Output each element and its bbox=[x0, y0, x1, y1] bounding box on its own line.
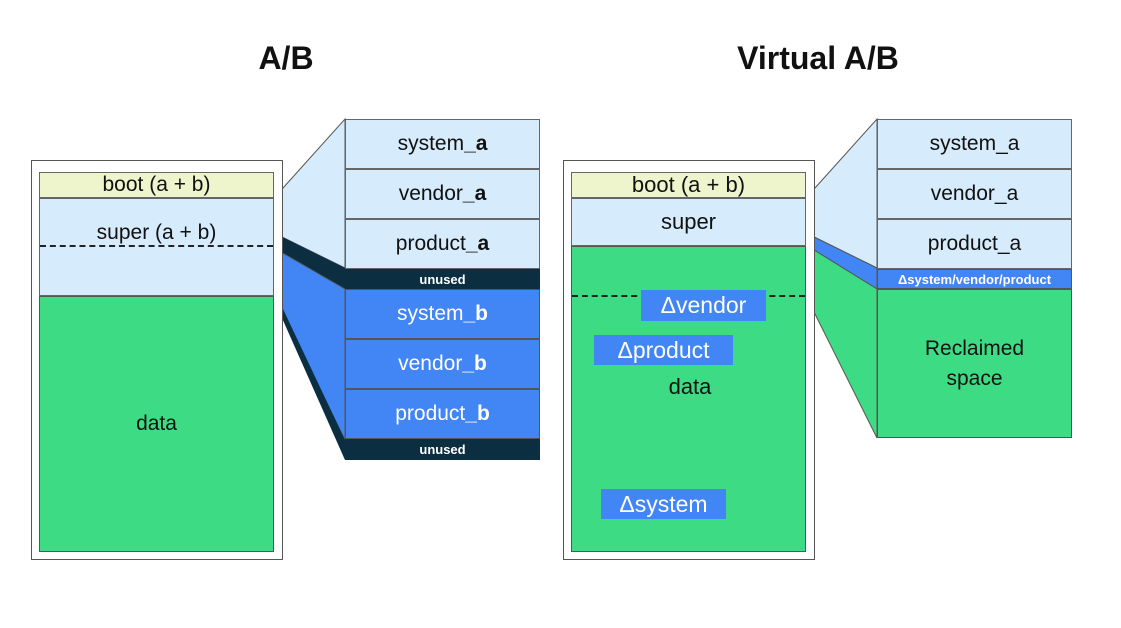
ab-title: A/B bbox=[258, 40, 314, 76]
ab-vendor-a-name: vendor bbox=[398, 182, 463, 205]
ab-vendor-b: vendor_b bbox=[345, 339, 540, 389]
ab-system-a: system_a bbox=[345, 119, 540, 169]
vab-vendor-a: vendor_a bbox=[877, 169, 1072, 219]
ab-system-b: system_b bbox=[345, 289, 540, 339]
ab-system-b-slot: _b bbox=[463, 302, 489, 325]
ab-vendor-a: vendor_a bbox=[345, 169, 540, 219]
vab-reclaimed-space: Reclaimed space bbox=[877, 289, 1072, 438]
ab-super-divider bbox=[40, 245, 273, 247]
ab-product-a-slot: _a bbox=[465, 232, 490, 255]
vab-delta-all: Δsystem/vendor/product bbox=[877, 269, 1072, 289]
vab-system-a: system_a bbox=[877, 119, 1072, 169]
ab-product-a-name: product bbox=[395, 232, 466, 255]
ab-unused-1: unused bbox=[345, 269, 540, 289]
ab-system-a-slot: _a bbox=[464, 132, 488, 155]
ab-boot-partition: boot (a + b) bbox=[39, 172, 274, 198]
ab-vendor-b-slot: _b bbox=[462, 352, 487, 375]
ab-vendor-a-slot: _a bbox=[462, 182, 487, 205]
ab-data-partition: data bbox=[39, 296, 274, 552]
ab-product-a: product_a bbox=[345, 219, 540, 269]
ab-super-label: super (a + b) bbox=[96, 221, 217, 244]
vab-delta-vendor: Δvendor bbox=[641, 290, 766, 321]
vab-data-label: data bbox=[668, 374, 712, 399]
vab-product-a: product_a bbox=[877, 219, 1072, 269]
ab-vendor-b-name: vendor bbox=[398, 352, 463, 375]
ab-product-b: product_b bbox=[345, 389, 540, 439]
vab-super-partition: super bbox=[571, 198, 806, 246]
ab-unused-2: unused bbox=[345, 439, 540, 460]
vab-delta-product: Δproduct bbox=[594, 335, 733, 365]
ab-system-a-name: system bbox=[397, 132, 465, 155]
ab-system-b-name: system bbox=[396, 302, 464, 325]
vab-boot-partition: boot (a + b) bbox=[571, 172, 806, 198]
vab-title: Virtual A/B bbox=[737, 40, 899, 76]
ab-product-b-name: product bbox=[395, 402, 466, 425]
ab-super-partition: super (a + b) bbox=[39, 198, 274, 296]
ab-product-b-slot: _b bbox=[465, 402, 490, 425]
vab-delta-system: Δsystem bbox=[601, 489, 726, 519]
